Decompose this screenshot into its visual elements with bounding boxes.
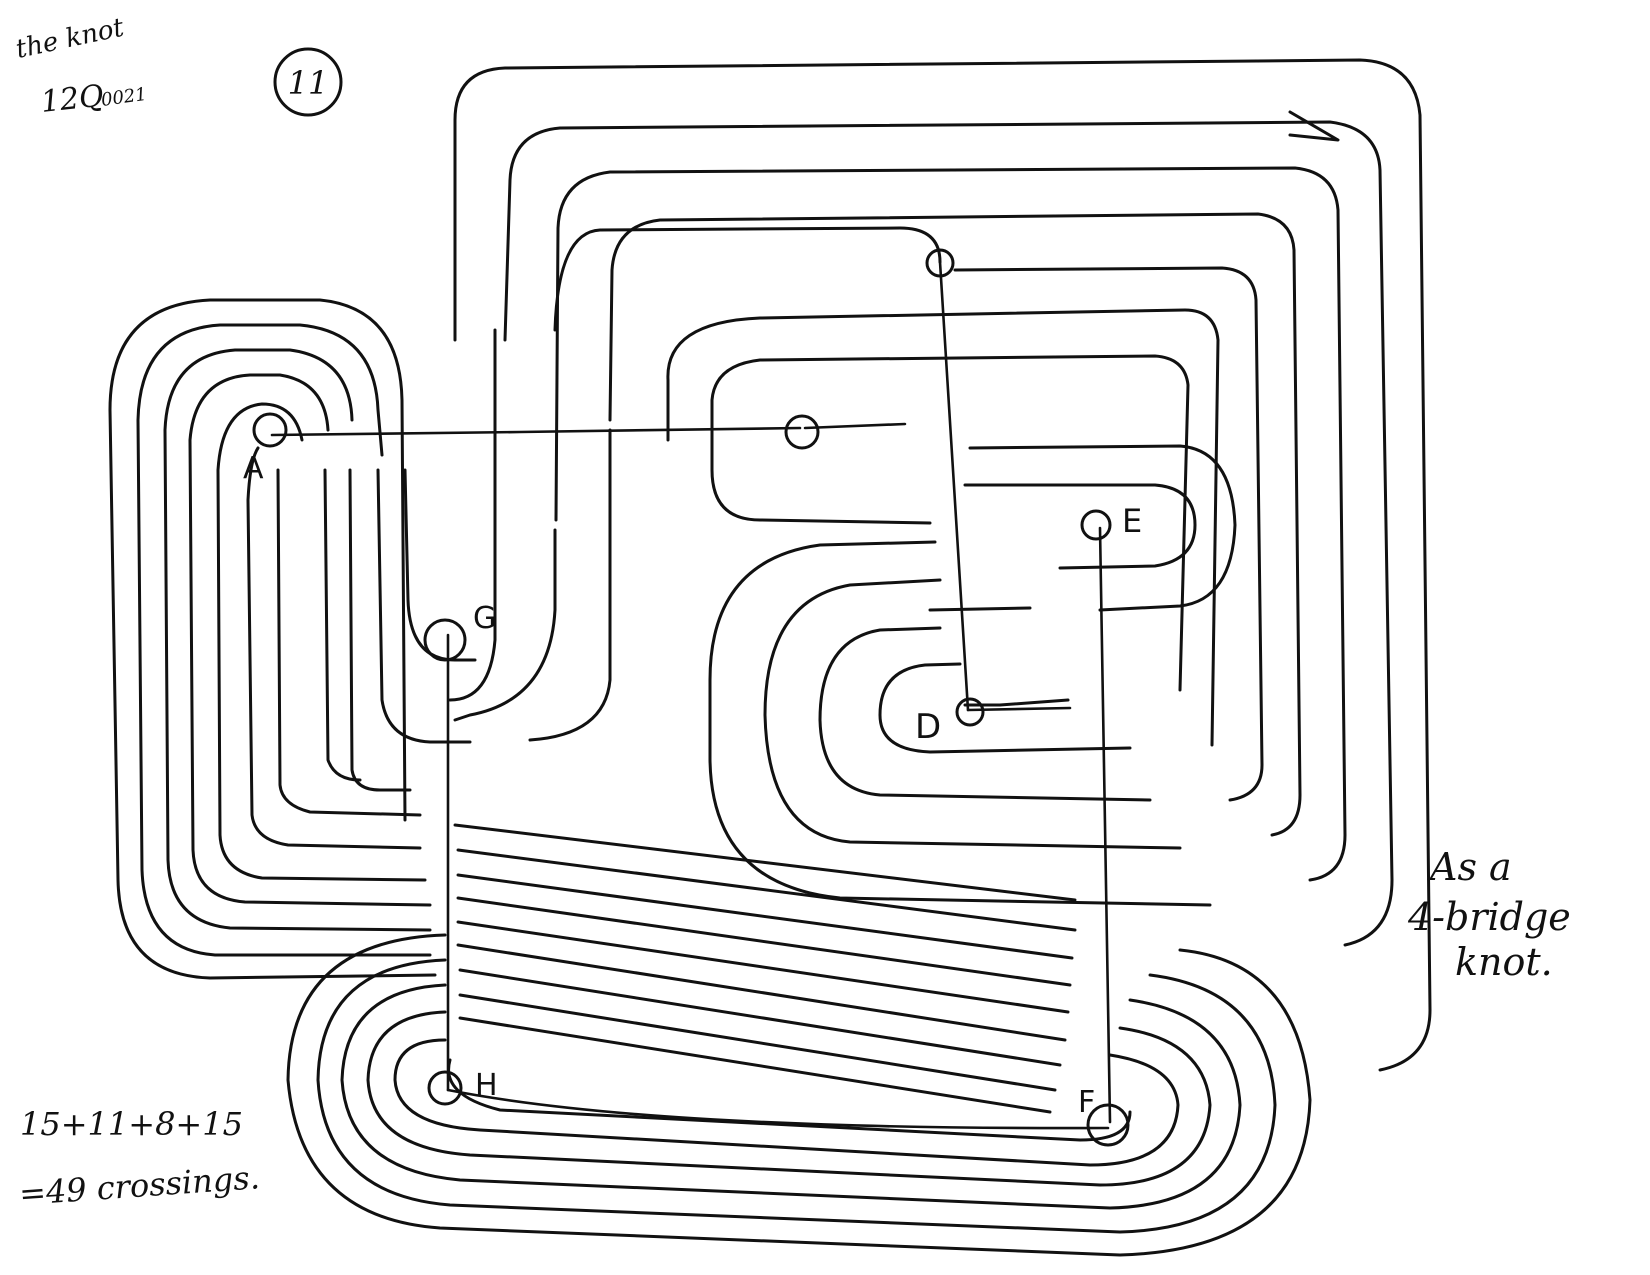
upper-right-strands [505, 122, 1392, 945]
left-a-region-strands [110, 300, 475, 978]
point-label-f: F [1078, 1085, 1095, 1120]
endpoint-circle-g [425, 620, 465, 660]
note-title-line2-sub: 0021 [100, 84, 148, 111]
bridge-arc-vertical-d [940, 262, 968, 710]
bridge-arc-e-f [1100, 528, 1110, 1122]
note-count-line1: 15+11+8+15 [20, 1105, 243, 1143]
endpoint-circle-a [254, 414, 286, 446]
point-label-g: G [473, 601, 496, 636]
bridge-arc-a [272, 428, 800, 435]
note-figure-number: 11 [288, 64, 329, 102]
endpoint-circle-mid [786, 416, 818, 448]
middle-diagonal-band [455, 825, 1075, 1112]
point-label-e: E [1122, 502, 1142, 540]
endpoint-circle-e [1082, 511, 1110, 539]
note-bridge-line2: 4-bridge [1407, 895, 1571, 939]
endpoint-circle-d [957, 699, 983, 725]
bridge-arc-h-f [448, 1090, 1108, 1128]
g-region-strands [450, 330, 610, 740]
note-count-line2: =49 crossings. [18, 1158, 261, 1213]
point-label-d: D [915, 707, 941, 747]
note-title-line2: 12Q [39, 79, 105, 120]
note-bridge-line1: As a [1427, 845, 1512, 889]
direction-arrow-icon [1290, 112, 1338, 140]
point-label-a: A [243, 451, 264, 486]
point-label-h: H [475, 1068, 498, 1103]
note-bridge-line3: knot. [1455, 940, 1553, 984]
note-title-line1: the knot [13, 13, 127, 65]
bottom-loops [288, 935, 1310, 1255]
